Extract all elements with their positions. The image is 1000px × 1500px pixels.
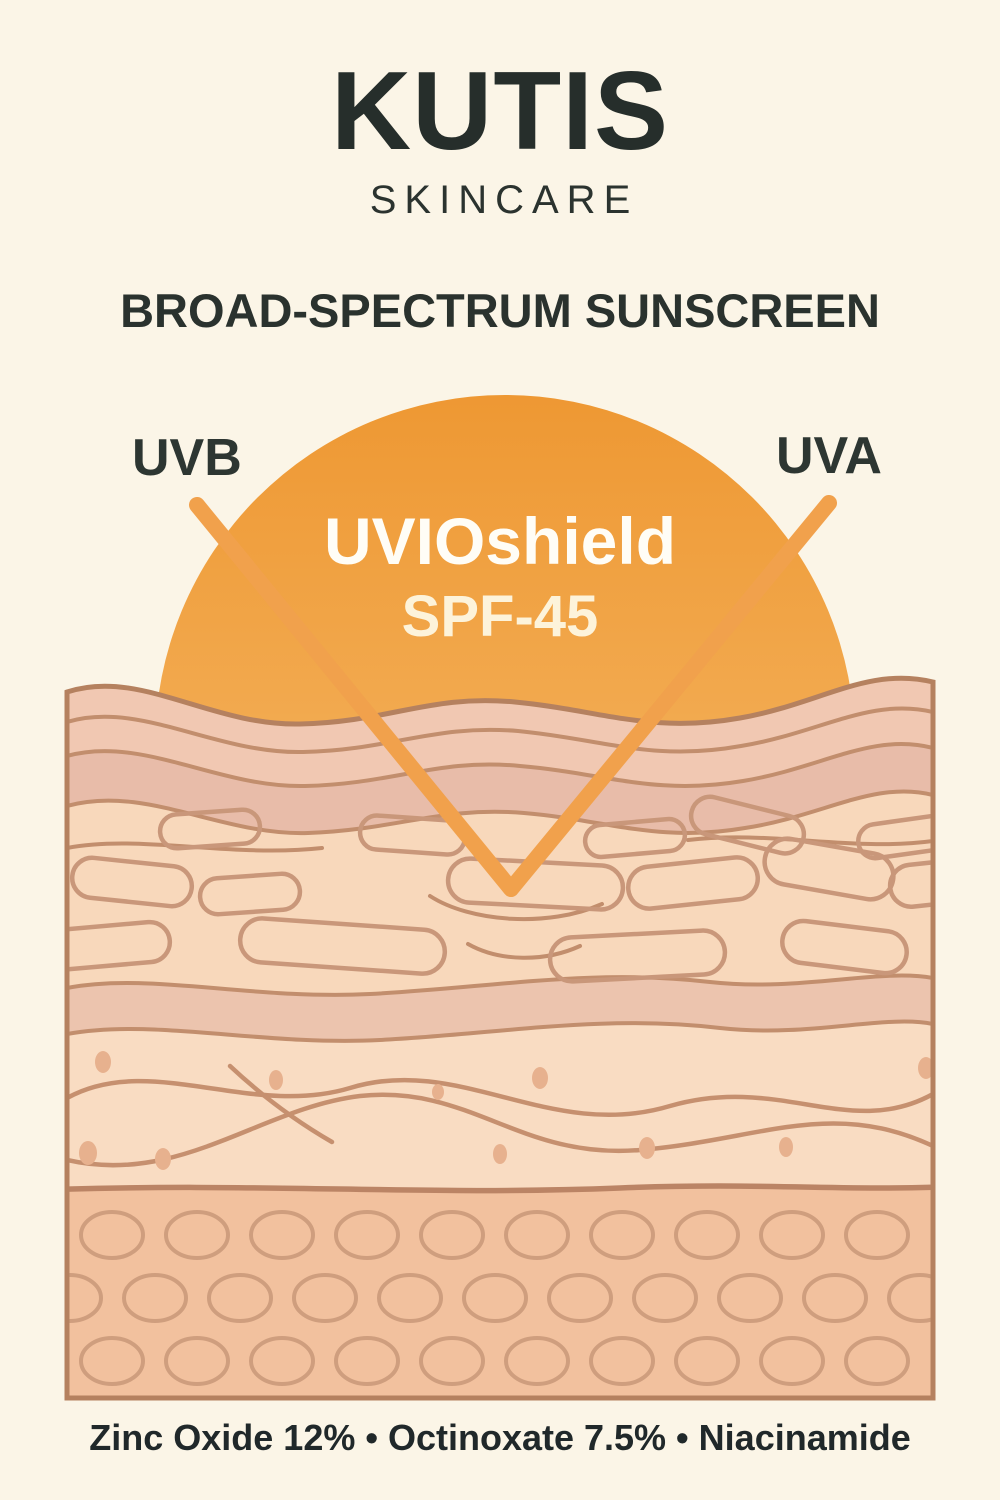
brand-tagline: SKINCARE [369, 178, 639, 222]
ingredients-text: Zinc Oxide 12% • Octinoxate 7.5% • Niaci… [89, 1417, 911, 1458]
fiber-lines [67, 1063, 933, 1168]
uva-label: UVA [776, 427, 882, 485]
brand-logo: KUTIS [331, 49, 669, 173]
dermis-band [67, 975, 933, 1041]
fat-layer [67, 1183, 933, 1398]
spf-label: SPF-45 [401, 584, 599, 649]
product-heading: BROAD-SPECTRUM SUNSCREEN [120, 284, 880, 337]
uv-ray-v-icon [189, 495, 837, 897]
skin-layers [64, 675, 936, 1401]
cell-dots [79, 1051, 933, 1170]
product-name-label: UVIOshield [323, 504, 677, 578]
epidermis-deep-layer [67, 743, 933, 834]
uvb-label: UVB [132, 429, 242, 487]
collagen-fibers [67, 794, 933, 984]
